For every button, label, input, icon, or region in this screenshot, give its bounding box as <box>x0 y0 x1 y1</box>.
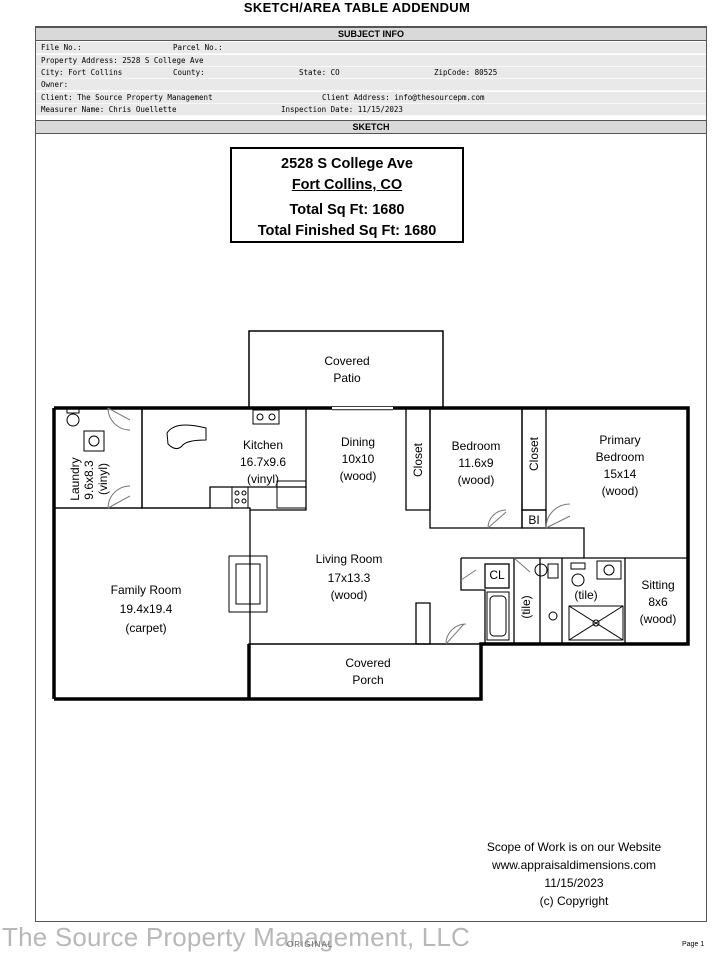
bath-1-floor: (tile) <box>519 595 533 619</box>
bedroom-floor: (wood) <box>457 473 495 487</box>
footer-original: ORIGINAL <box>287 940 334 949</box>
info-row-address: Property Address: 2528 S College Ave <box>36 55 706 67</box>
client-address: Client Address: info@thesourcepm.com <box>322 93 485 102</box>
bath-2-floor: (tile) <box>566 587 606 604</box>
living-dims: 17x13.3 <box>327 571 371 585</box>
room-bedroom: Bedroom 11.6x9 (wood) <box>436 438 516 489</box>
door-swings <box>107 407 571 645</box>
bi-label: BI <box>522 512 546 529</box>
watermark: The Source Property Management, LLC <box>2 922 471 952</box>
closet-2-label: Closet <box>527 437 541 472</box>
subject-info-heading: SUBJECT INFO <box>35 27 707 41</box>
room-kitchen: Kitchen 16.7x9.6 (vinyl) <box>221 437 305 488</box>
room-living: Living Room 17x13.3 (wood) <box>302 551 396 604</box>
kitchen-name: Kitchen <box>242 438 284 452</box>
measurer-name: Measurer Name: Chris Ouellette <box>41 105 177 114</box>
patio-label-2: Patio <box>333 371 361 385</box>
room-family: Family Room 19.4x19.4 (carpet) <box>96 582 196 637</box>
summary-address: 2528 S College Ave <box>281 156 413 172</box>
closet-1-label: Closet <box>411 443 425 478</box>
primary-floor: (wood) <box>601 484 639 498</box>
laundry-floor: (vinyl) <box>96 463 110 495</box>
page-number: Page 1 <box>682 941 705 948</box>
room-sitting: Sitting 8x6 (wood) <box>628 577 688 628</box>
info-row-file: File No.: Parcel No.: <box>36 42 706 54</box>
patio-label-1: Covered <box>324 354 370 368</box>
zip-code: ZipCode: 80525 <box>434 68 498 77</box>
city: City: Fort Collins <box>41 68 123 77</box>
parcel-no: Parcel No.: <box>173 43 223 52</box>
info-row-measurer: Measurer Name: Chris Ouellette Inspectio… <box>36 104 706 116</box>
scope-line-3: 11/15/2023 <box>544 876 604 890</box>
scope-line-1: Scope of Work is on our Website <box>486 840 662 854</box>
sketch-heading: SKETCH <box>35 120 707 134</box>
cl-label: CL <box>485 567 509 584</box>
bedroom-name: Bedroom <box>451 439 501 453</box>
sketch-summary-box: 2528 S College Ave Fort Collins, CO Tota… <box>230 147 464 243</box>
porch-label-1: Covered <box>345 656 391 670</box>
owner: Owner: <box>41 80 69 89</box>
sitting-dims: 8x6 <box>648 595 668 609</box>
county: County: <box>173 68 205 77</box>
laundry-dims: 9.6x8.3 <box>82 460 96 500</box>
sitting-floor: (wood) <box>639 612 677 626</box>
inspection-date: Inspection Date: 11/15/2023 <box>281 105 403 114</box>
bedroom-dims: 11.6x9 <box>458 456 494 470</box>
summary-total-sqft: Total Sq Ft: 1680 <box>289 202 405 218</box>
porch-label-2: Porch <box>352 673 384 687</box>
kitchen-floor: (vinyl) <box>247 472 279 486</box>
cl-text: CL <box>489 568 505 582</box>
tile-2-text: (tile) <box>574 588 598 602</box>
kitchen-dims: 16.7x9.6 <box>239 455 287 469</box>
client: Client: The Source Property Management <box>41 93 213 102</box>
sitting-name: Sitting <box>641 578 675 592</box>
living-floor: (wood) <box>330 588 368 602</box>
room-covered-patio: Covered Patio <box>305 353 389 387</box>
laundry-fixtures <box>66 407 105 452</box>
primary-dims: 15x14 <box>603 467 637 481</box>
info-row-city: City: Fort Collins County: State: CO Zip… <box>36 67 706 79</box>
file-no: File No.: <box>41 43 82 52</box>
living-name: Living Room <box>315 552 383 566</box>
dining-name: Dining <box>340 435 376 449</box>
dining-floor: (wood) <box>339 469 377 483</box>
fireplace <box>228 555 268 613</box>
kitchen-fixtures <box>166 409 307 509</box>
bath-fixtures <box>486 560 624 641</box>
document-title: SKETCH/AREA TABLE ADDENDUM <box>243 0 471 15</box>
bi-text: BI <box>528 513 540 527</box>
family-name: Family Room <box>110 583 182 597</box>
summary-finished-sqft: Total Finished Sq Ft: 1680 <box>257 223 437 239</box>
scope-of-work-note: Scope of Work is on our Website www.appr… <box>460 838 688 910</box>
dining-dims: 10x10 <box>341 452 375 466</box>
info-row-client: Client: The Source Property Management C… <box>36 92 706 104</box>
primary-name: Primary <box>599 433 641 447</box>
room-covered-porch: Covered Porch <box>326 655 410 689</box>
house-outline <box>54 406 690 701</box>
scope-line-2: www.appraisaldimensions.com <box>491 858 657 872</box>
info-row-owner: Owner: <box>36 79 706 91</box>
interior-walls <box>54 408 688 645</box>
family-floor: (carpet) <box>125 621 167 635</box>
primary-name-2: Bedroom <box>595 450 645 464</box>
property-address: Property Address: 2528 S College Ave <box>41 56 204 65</box>
room-primary-bedroom: Primary Bedroom 15x14 (wood) <box>578 432 662 500</box>
room-dining: Dining 10x10 (wood) <box>316 434 400 485</box>
scope-line-4: (c) Copyright <box>539 894 609 908</box>
family-dims: 19.4x19.4 <box>119 602 173 616</box>
laundry-name: Laundry <box>68 457 82 501</box>
addendum-frame <box>35 26 707 922</box>
state: State: CO <box>299 68 340 77</box>
summary-city: Fort Collins, CO <box>291 177 403 193</box>
